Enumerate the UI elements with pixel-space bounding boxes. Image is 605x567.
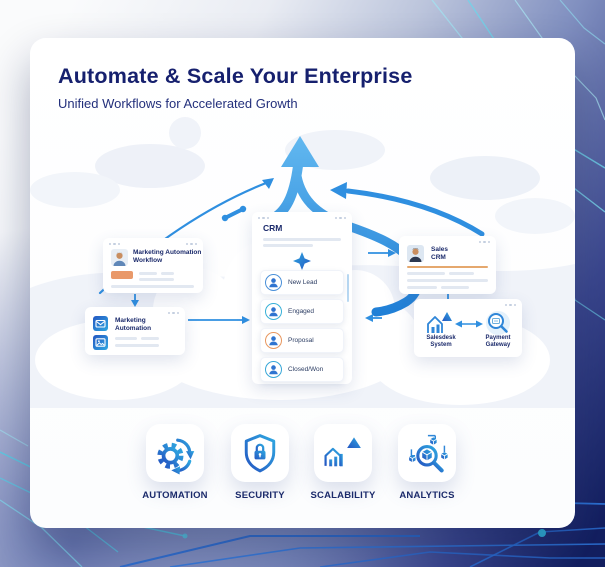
crm-card: CRM New Lead Engaged: [252, 212, 352, 384]
window-dots-icon: [478, 241, 490, 244]
sales-growth-icon: [427, 312, 452, 333]
feature-scalability: SCALABILITY: [303, 424, 383, 501]
placeholder-line: [449, 272, 474, 275]
sales-tools-icons: [427, 311, 510, 335]
curved-arrow-right: [330, 182, 485, 237]
person-icon: [265, 274, 282, 291]
security-shield-icon: [231, 424, 289, 482]
placeholder-line: [407, 279, 488, 282]
scrollbar: [346, 274, 349, 302]
feature-label: ANALYTICS: [399, 490, 455, 501]
accent-divider: [407, 266, 488, 268]
placeholder-line: [263, 244, 313, 247]
window-dots-icon: [185, 243, 197, 246]
marketing-workflow-card: Marketing Automation Workflow: [103, 238, 203, 293]
pipeline-stage-engaged: Engaged: [260, 299, 344, 324]
marketing-automation-card: Marketing Automation: [85, 307, 185, 355]
placeholder-line: [263, 238, 341, 241]
pipeline-stage-new-lead: New Lead: [260, 270, 344, 295]
placeholder-line: [407, 272, 445, 275]
stage-label: Proposal: [288, 337, 314, 344]
image-icon: [93, 335, 108, 350]
person-icon: [265, 303, 282, 320]
window-dots-icon: [334, 217, 346, 220]
sales-tools-card: Salesdesk System Payment Gateway: [414, 299, 522, 357]
placeholder-line: [139, 272, 157, 275]
placeholder-line: [139, 278, 174, 281]
pipeline-stage-closed-won: Closed/Won: [260, 357, 344, 382]
window-dots-icon: [504, 304, 516, 307]
stage-label: Closed/Won: [288, 366, 324, 373]
person-icon: [265, 332, 282, 349]
placeholder-line: [115, 337, 137, 340]
feature-automation: AUTOMATION: [135, 424, 215, 501]
sales-crm-card: Sales CRM: [399, 236, 496, 294]
person-icon: [265, 361, 282, 378]
analytics-search-icon: [398, 424, 456, 482]
diamond-sparkle-icon: [293, 252, 311, 270]
feature-analytics: ANALYTICS: [387, 424, 467, 501]
button-placeholder: [111, 271, 133, 279]
feature-security: SECURITY: [220, 424, 300, 501]
card-title: Marketing Automation: [115, 317, 152, 332]
placeholder-line: [441, 286, 469, 289]
placeholder-line: [407, 286, 437, 289]
crm-card-title: CRM: [263, 223, 283, 233]
feature-label: AUTOMATION: [142, 490, 208, 501]
payment-gateway-label: Payment Gateway: [485, 335, 511, 348]
card-title: Marketing Automation Workflow: [133, 249, 202, 264]
placeholder-line: [161, 272, 174, 275]
placeholder-line: [141, 337, 159, 340]
connector-arrows: [131, 249, 449, 324]
email-icon: [93, 316, 108, 331]
stage-label: New Lead: [288, 279, 318, 286]
double-arrow-icon: [455, 320, 483, 328]
placeholder-line: [111, 285, 194, 288]
page-title: Automate & Scale Your Enterprise: [58, 64, 413, 88]
avatar: [407, 245, 424, 262]
window-dots-icon: [109, 243, 121, 246]
feature-label: SCALABILITY: [310, 490, 376, 501]
feature-label: SECURITY: [235, 490, 285, 501]
salesdesk-system-label: Salesdesk System: [426, 335, 456, 348]
card-title: Sales CRM: [431, 246, 448, 261]
scalability-growth-icon: [314, 424, 372, 482]
automation-gear-icon: [146, 424, 204, 482]
hero-card: Automate & Scale Your Enterprise Unified…: [30, 38, 575, 528]
window-dots-icon: [167, 312, 179, 315]
placeholder-line: [115, 344, 159, 347]
window-dots-icon: [258, 217, 270, 220]
avatar: [111, 249, 128, 266]
stage-label: Engaged: [288, 308, 315, 315]
pipeline-stage-proposal: Proposal: [260, 328, 344, 353]
page-subtitle: Unified Workflows for Accelerated Growth: [58, 96, 298, 111]
payment-search-icon: [486, 311, 510, 335]
